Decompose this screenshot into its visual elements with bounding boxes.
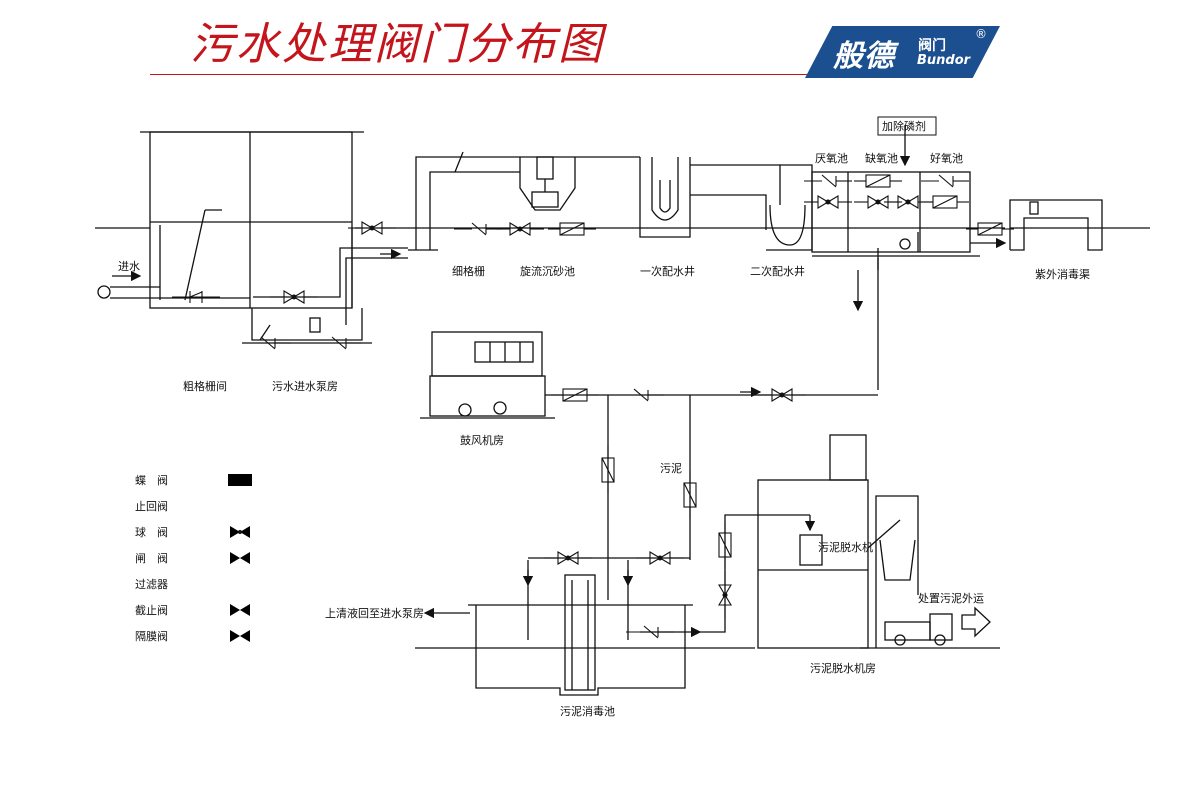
sludge-tank [423, 557, 702, 696]
ball-valve-icon [348, 221, 396, 235]
legend-label: 闸 阀 [135, 551, 168, 565]
pump-riser [253, 247, 408, 341]
logo-name-cn-small: 阀门 [918, 38, 946, 54]
valve-symbols [172, 174, 1014, 639]
check-valve-icon [626, 625, 674, 639]
label-primary-well: 一次配水井 [640, 264, 695, 278]
check-valve-icon [921, 174, 969, 188]
diaphragm-valve-icon [230, 630, 250, 642]
label-transport: 处置污泥外运 [918, 592, 984, 605]
globe-valve-icon [230, 604, 250, 616]
uv-channel [1009, 199, 1103, 251]
registered-mark: ® [975, 27, 987, 41]
label-dewatering-room: 污泥脱水机房 [810, 661, 876, 675]
filter-valve-icon [172, 291, 220, 303]
check-valve-icon [804, 174, 852, 188]
label-pump-room: 污水进水泵房 [272, 380, 338, 393]
ball-valve-icon [884, 195, 932, 209]
inlet-pipe [97, 270, 250, 299]
label-anaerobic: 厌氧池 [815, 151, 848, 165]
ball-valve-icon [230, 526, 250, 538]
gate-valve-icon [230, 552, 250, 564]
label-aerobic: 好氧池 [930, 151, 963, 165]
check-valve-icon [216, 500, 264, 512]
butterfly-valve-icon [683, 471, 697, 519]
label-coarse-screen-room: 粗格栅间 [183, 379, 227, 393]
check-valve-icon [454, 222, 502, 236]
label-inlet: 进水 [118, 260, 140, 273]
check-valve-icon [616, 388, 664, 402]
label-blower-room: 鼓风机房 [460, 433, 504, 447]
logo-name-en: Bundor [917, 53, 971, 68]
page-title: 污水处理阀门分布图 [190, 19, 604, 70]
logo-name-cn: 般德 [833, 39, 895, 74]
legend-label: 过滤器 [135, 578, 168, 591]
legend-label: 止回阀 [135, 499, 168, 513]
ball-valve-icon [758, 388, 806, 402]
label-sludge: 污泥 [660, 462, 682, 475]
butterfly-valve-icon [921, 195, 969, 209]
coarse-screen-building [140, 131, 372, 344]
label-sludge-tank: 污泥消毒池 [560, 704, 615, 718]
legend-label: 隔膜阀 [135, 629, 168, 643]
dewatering-building [757, 434, 991, 649]
logo-background [805, 26, 1000, 78]
label-uv-channel: 紫外消毒渠 [1035, 267, 1090, 281]
label-phosphorus: 加除磷剂 [882, 119, 926, 133]
ball-valve-icon [718, 571, 732, 619]
label-secondary-well: 二次配水井 [750, 264, 805, 278]
label-fine-screen: 细格栅 [452, 264, 485, 278]
ball-valve-icon [804, 195, 852, 209]
butterfly-valve-icon [601, 446, 615, 494]
brand-logo: 般德 阀门 Bundor ® [805, 26, 1000, 78]
title-underline [150, 74, 810, 75]
ball-valve-icon [854, 195, 902, 209]
label-supernatant: 上清液回至进水泵房 [325, 606, 424, 620]
bio-tanks [766, 125, 1007, 390]
label-vortex-grit: 旋流沉砂池 [520, 264, 575, 278]
legend-label: 蝶 阀 [135, 473, 168, 487]
check-valve-icon [314, 336, 362, 350]
air-main [545, 386, 878, 600]
butterfly-valve-icon [966, 222, 1014, 236]
grit-channel [408, 151, 781, 251]
ball-valve-icon [270, 290, 318, 304]
butterfly-valve-icon [718, 521, 732, 569]
ball-valve-icon [544, 551, 592, 565]
sludge-line [700, 514, 816, 633]
butterfly-valve-icon [551, 388, 599, 402]
legend-label: 截止阀 [135, 603, 168, 617]
label-dewatering-machine: 污泥脱水机 [818, 540, 873, 554]
filter-valve-icon [216, 578, 264, 590]
butterfly-valve-icon [228, 474, 252, 486]
ball-valve-icon [496, 222, 544, 236]
check-valve-icon [243, 336, 291, 350]
butterfly-valve-icon [548, 222, 596, 236]
phosphorus-box [877, 116, 937, 136]
label-anoxic: 缺氧池 [865, 151, 898, 165]
blower-room [420, 331, 555, 419]
legend-label: 球 阀 [135, 525, 168, 539]
butterfly-valve-icon [854, 174, 902, 188]
ball-valve-icon [636, 551, 684, 565]
